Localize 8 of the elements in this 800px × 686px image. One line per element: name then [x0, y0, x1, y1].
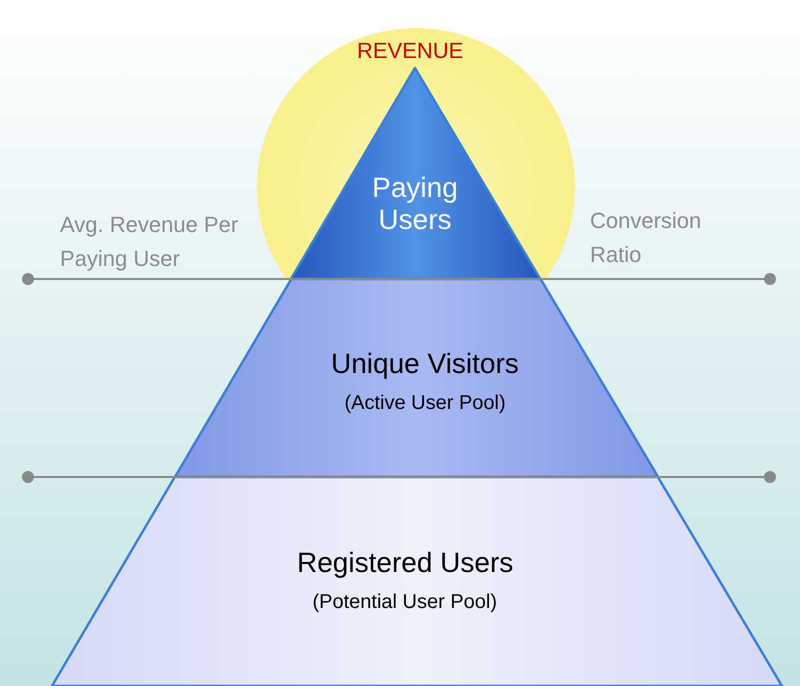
tier-title: Unique Visitors	[330, 348, 519, 380]
side-label: Avg. Revenue Per Paying User	[60, 211, 240, 274]
tier-title: Paying Users	[371, 172, 459, 236]
tier-subtitle: (Potential User Pool)	[312, 591, 498, 614]
side-label: Conversion Ratio	[590, 207, 702, 270]
tier-subtitle: (Active User Pool)	[344, 392, 506, 415]
top-label: REVENUE	[357, 37, 464, 65]
tier-title: Registered Users	[297, 547, 514, 580]
